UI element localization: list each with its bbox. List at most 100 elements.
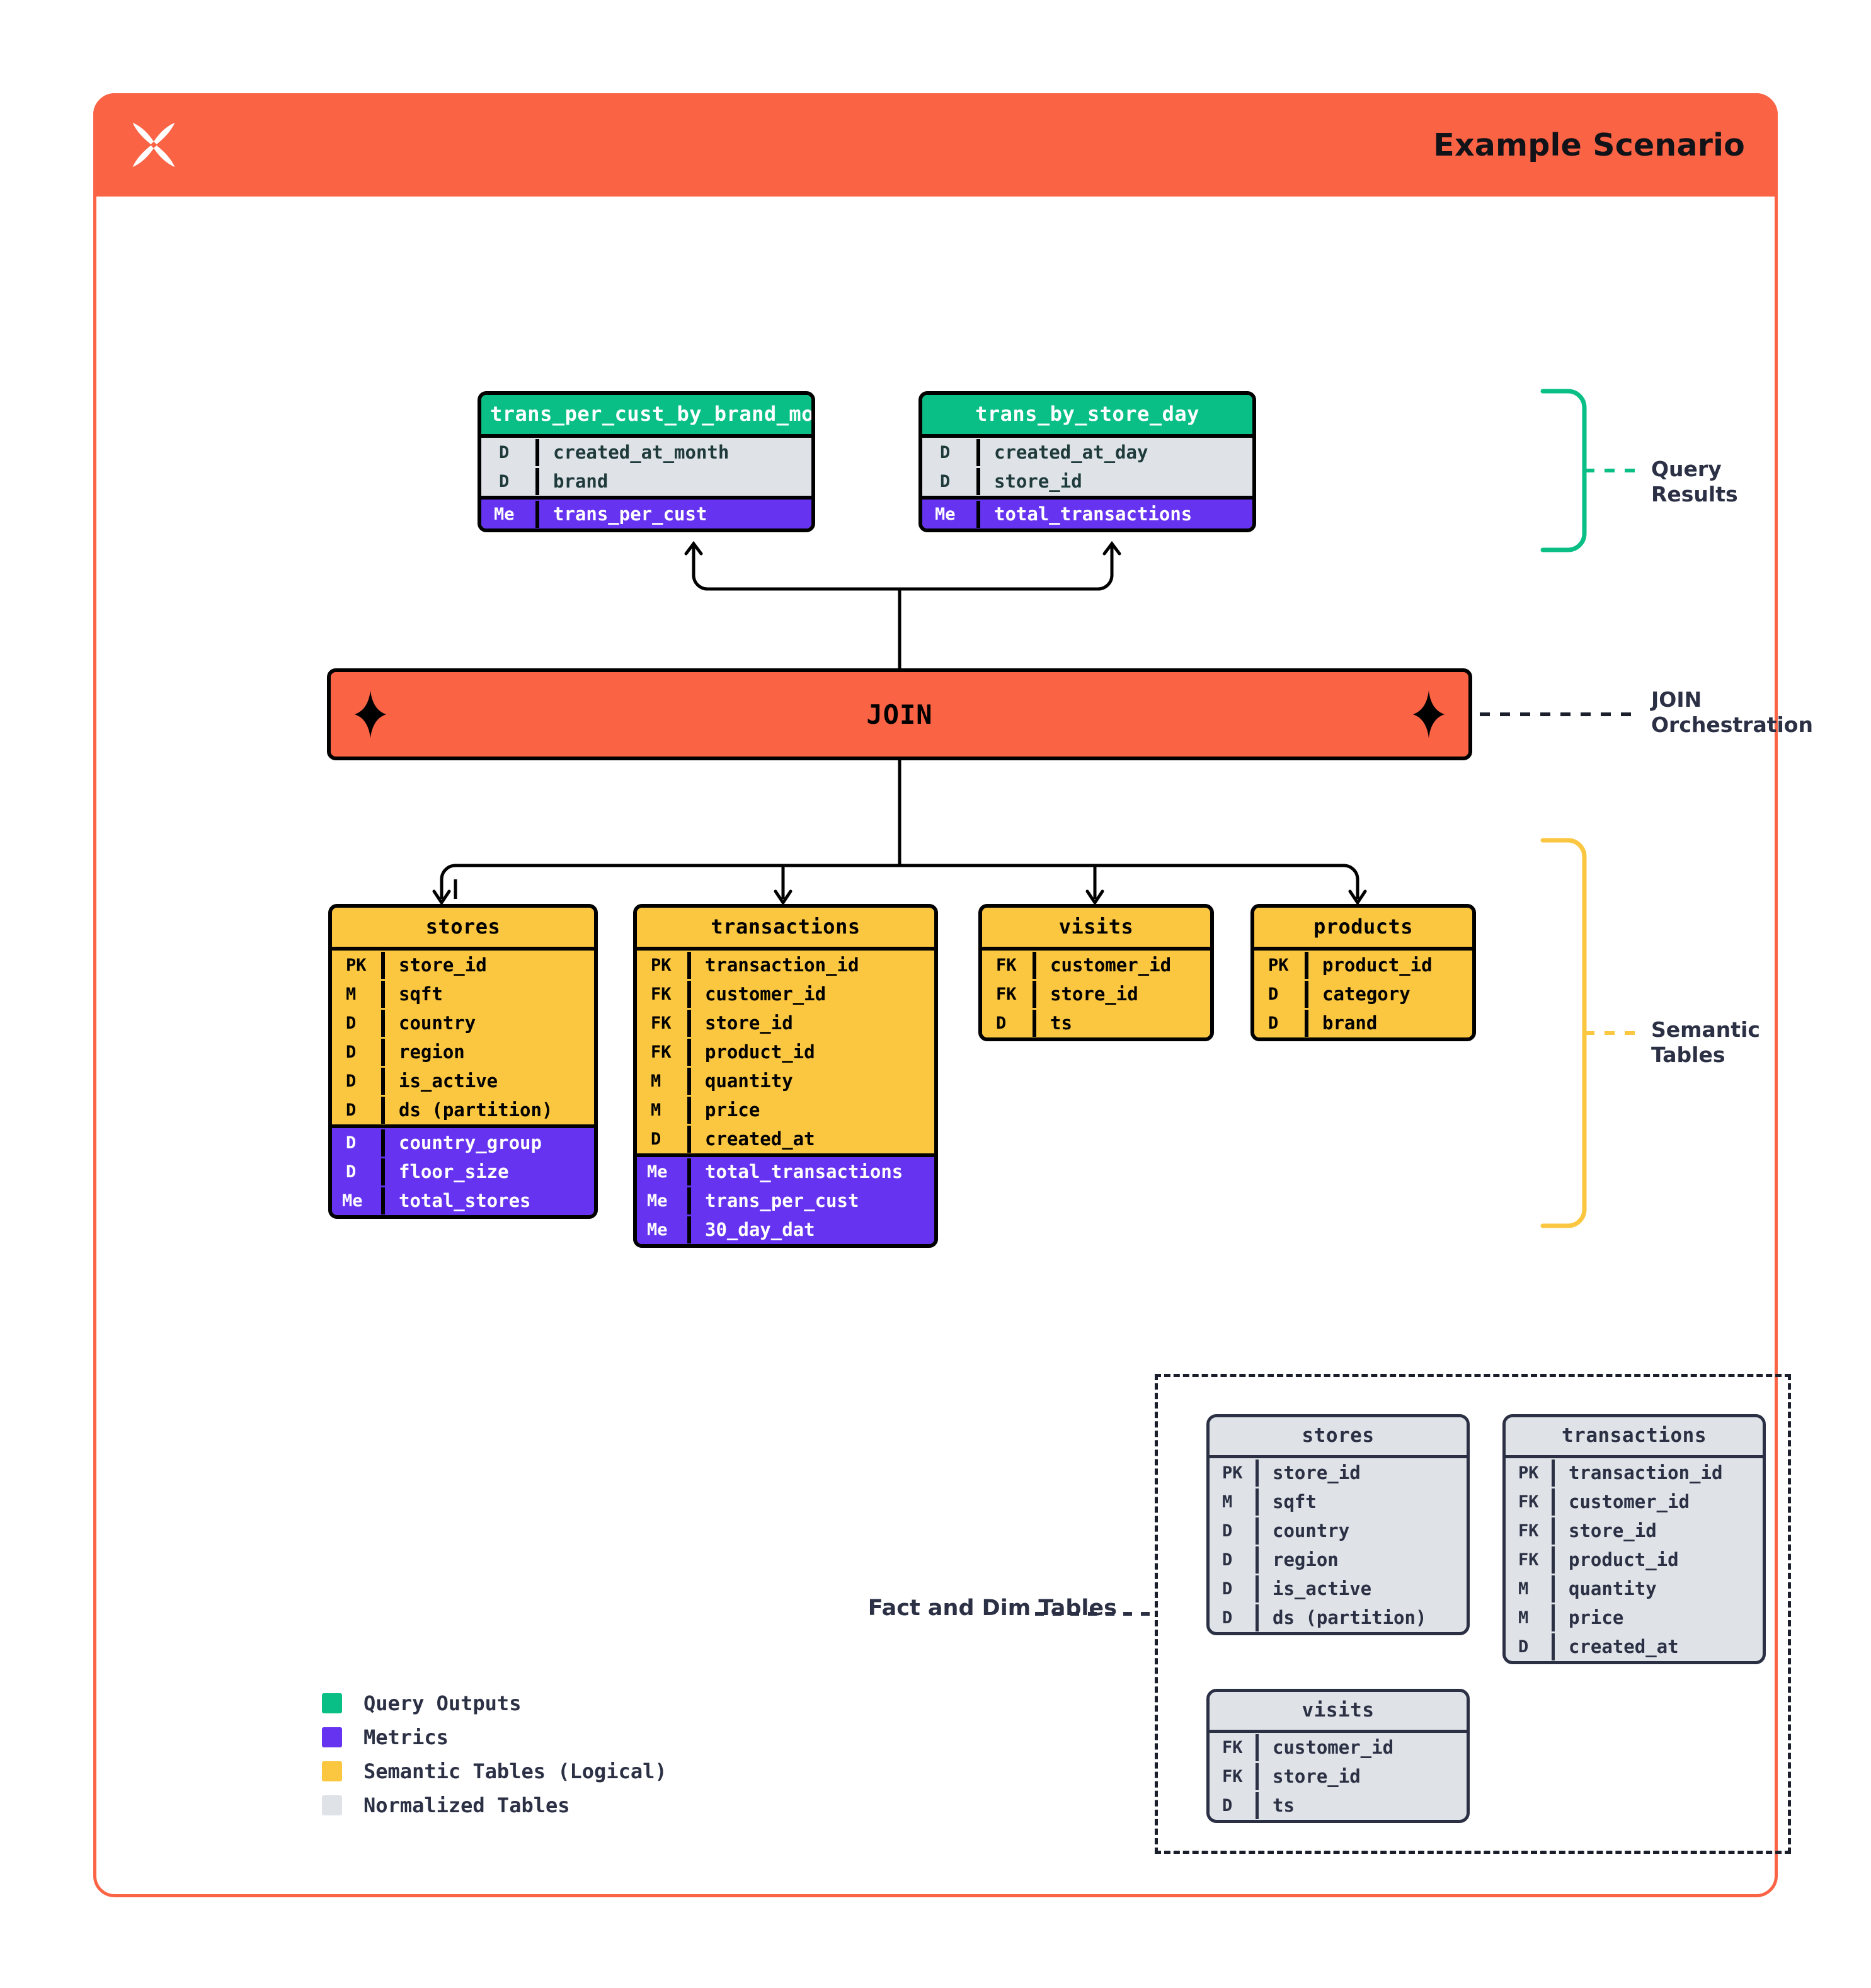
legend-label: Query Outputs	[363, 1691, 522, 1715]
row-key: M	[332, 980, 385, 1008]
query-table-trans-by-store-day[interactable]: trans_by_store_day D created_at_day D st…	[918, 391, 1256, 532]
legend-label: Semantic Tables (Logical)	[363, 1759, 667, 1783]
metric-rows: Me trans_per_cust	[481, 496, 811, 528]
row-key: PK	[332, 951, 385, 979]
table-header: transactions	[637, 908, 934, 947]
row-key: D	[332, 1038, 385, 1066]
row-key: D	[1210, 1517, 1259, 1545]
row-key: PK	[1254, 951, 1308, 979]
table-header: products	[1254, 908, 1472, 947]
join-orchestration-bar[interactable]: JOIN	[327, 668, 1472, 760]
row-key: M	[1506, 1575, 1555, 1602]
row-key: M	[637, 1067, 691, 1095]
legend-swatch-semantic-tables	[322, 1761, 342, 1781]
row-key: D	[1210, 1791, 1259, 1819]
row-value: floor_size	[399, 1161, 509, 1182]
row-value: price	[705, 1099, 760, 1121]
row-key: PK	[1506, 1459, 1555, 1487]
table-row: Me trans_per_cust	[481, 500, 811, 528]
table-row: D brand	[481, 467, 811, 496]
row-key: FK	[1210, 1734, 1259, 1761]
row-key: Me	[637, 1216, 691, 1243]
legend-swatch-query-outputs	[322, 1693, 342, 1713]
row-value: category	[1322, 983, 1410, 1005]
row-value: region	[399, 1041, 465, 1063]
legend-item-normalized-tables: Normalized Tables	[322, 1788, 667, 1822]
row-key: FK	[982, 951, 1036, 979]
row-value: is_active	[399, 1070, 498, 1092]
row-key: FK	[637, 980, 691, 1008]
row-value: total_stores	[399, 1190, 531, 1211]
join-label: JOIN	[866, 699, 933, 730]
row-value: ds (partition)	[399, 1099, 553, 1121]
legend-label: Metrics	[363, 1725, 449, 1749]
row-value: brand	[1322, 1012, 1378, 1034]
row-value: country	[399, 1012, 476, 1034]
row-key: FK	[982, 980, 1036, 1008]
table-row: PK transaction_id	[1506, 1458, 1763, 1487]
butterfly-x-logo-icon	[132, 122, 175, 168]
row-value: trans_per_cust	[705, 1190, 859, 1211]
annotation-query-results: Query Results	[1651, 457, 1738, 507]
table-header: trans_by_store_day	[922, 395, 1252, 434]
row-key: D	[481, 467, 539, 495]
row-key: Me	[637, 1187, 691, 1214]
legend-item-semantic-tables: Semantic Tables (Logical)	[322, 1754, 667, 1788]
row-key: FK	[637, 1038, 691, 1066]
row-key: D	[332, 1129, 385, 1157]
row-value: store_id	[994, 471, 1082, 492]
row-value: country_group	[399, 1132, 542, 1153]
row-value: store_id	[1273, 1462, 1361, 1483]
row-value: ts	[1050, 1012, 1072, 1034]
row-key: D	[1210, 1575, 1259, 1602]
row-key: D	[982, 1009, 1036, 1037]
row-value: transaction_id	[705, 954, 859, 976]
table-header: stores	[1210, 1417, 1467, 1455]
row-value: store_id	[705, 1012, 793, 1034]
query-table-trans-per-cust-by-brand-month[interactable]: trans_per_cust_by_brand_month D created_…	[478, 391, 815, 532]
row-value: ts	[1273, 1795, 1295, 1816]
row-value: trans_per_cust	[553, 503, 707, 525]
row-key: D	[332, 1009, 385, 1037]
dimension-rows: D created_at_month D brand	[481, 434, 811, 496]
row-value: country	[1273, 1520, 1350, 1541]
row-key: D	[481, 438, 539, 466]
row-key: PK	[1210, 1459, 1259, 1487]
row-key: D	[1210, 1604, 1259, 1631]
row-value: transaction_id	[1569, 1462, 1723, 1483]
row-key: FK	[1506, 1488, 1555, 1516]
row-key: Me	[481, 500, 539, 528]
diagram-canvas: trans_per_cust_by_brand_month D created_…	[96, 96, 1813, 1894]
row-key: FK	[637, 1009, 691, 1037]
legend-swatch-metrics	[322, 1727, 342, 1747]
row-value: store_id	[1050, 983, 1138, 1005]
annotation-fact-and-dim-tables: Fact and Dim Tables	[867, 1596, 1117, 1621]
row-value: customer_id	[1569, 1491, 1690, 1512]
dimension-rows: D created_at_day D store_id	[922, 434, 1252, 496]
